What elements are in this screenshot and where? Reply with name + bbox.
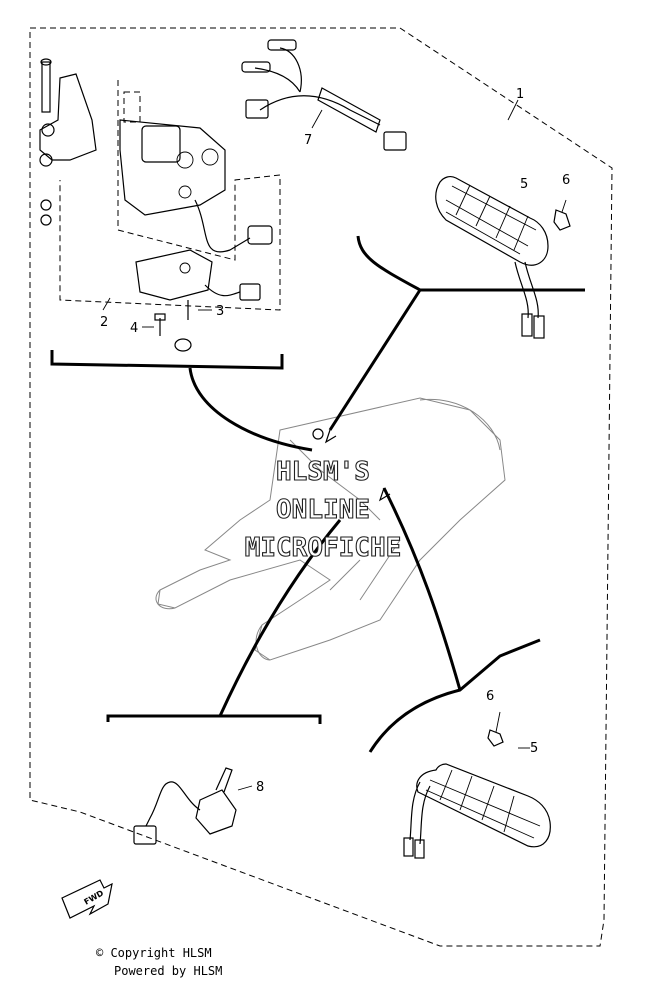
watermark-line-2: ONLINE [276,495,370,525]
kit-boundary-dashed [29,27,613,947]
callout-3: 3 [216,304,224,319]
callout-8: 8 [256,780,264,795]
heated-grip-right [435,176,571,339]
callout-5-lower: 5 [530,741,538,756]
bolt [41,61,51,113]
fwd-label: FWD [83,888,106,906]
callout-4: 4 [130,321,138,336]
callout-6-upper: 6 [562,173,570,188]
switch-housing [119,119,226,216]
callout-frames [50,235,585,753]
callout-7: 7 [304,133,312,148]
watermark-line-3: MICROFICHE [245,533,402,563]
lever-bracket [39,73,97,161]
throttle-switch-assembly [39,58,281,352]
snowmobile-outline [155,397,506,661]
grip-end-cap-6-lower [487,729,504,747]
watermark: HLSM'S ONLINE MICROFICHE [244,456,402,563]
fwd-arrow-icon: FWD [61,879,113,919]
leader-1 [507,99,519,121]
heated-grip-left [403,711,551,859]
grip-end-cap-6 [553,209,571,231]
toggle-switch [133,767,253,845]
callout-1: 1 [516,87,524,102]
lower-housing [135,249,213,301]
copyright-text: © Copyright HLSM [96,946,212,960]
callout-2: 2 [100,315,108,330]
callout-6-lower: 6 [486,689,494,704]
powered-by-text: Powered by HLSM [114,964,223,978]
callout-5-upper: 5 [520,177,528,192]
wire-harness [241,39,407,151]
watermark-line-1: HLSM'S [276,457,370,487]
